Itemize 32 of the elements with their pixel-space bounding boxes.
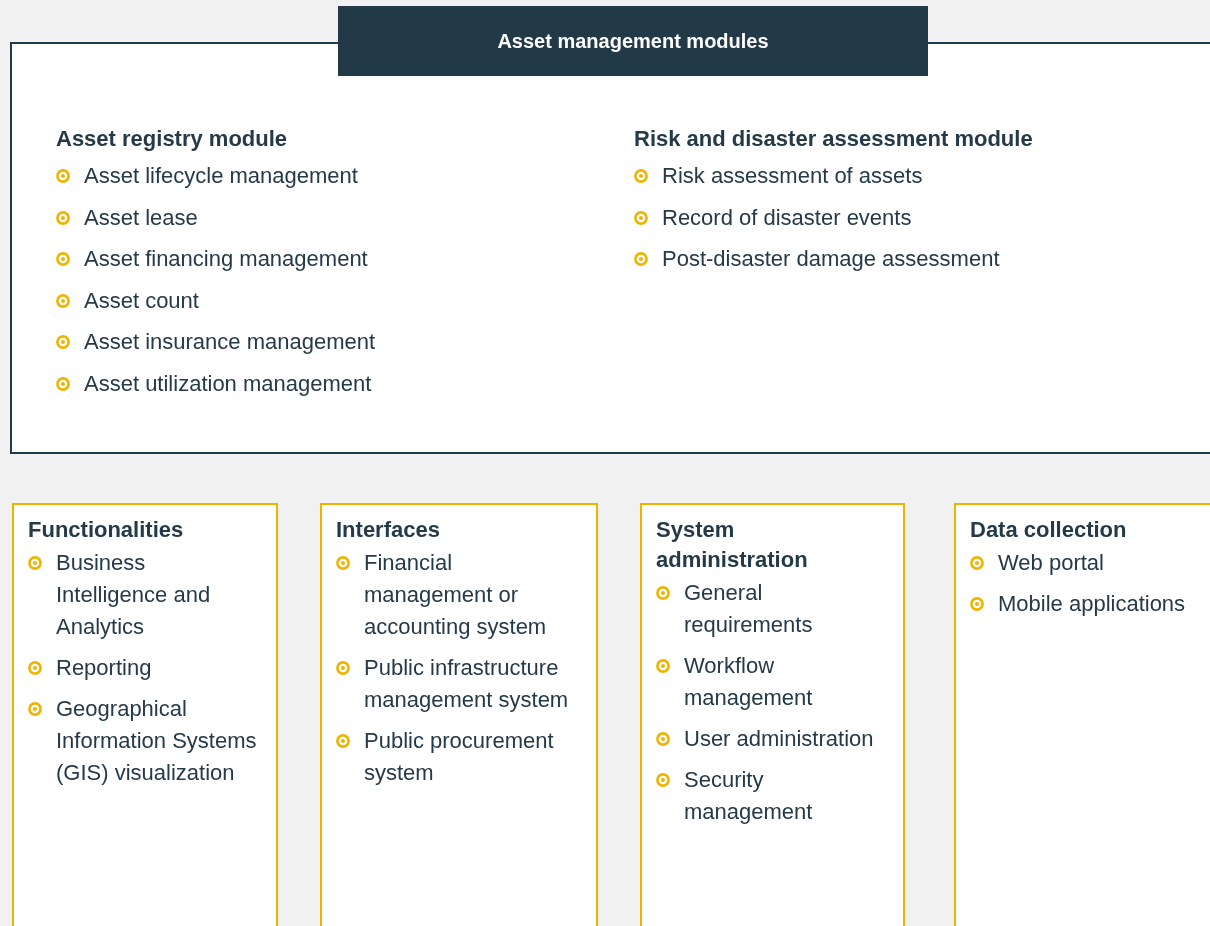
list-item: Security management [684,766,814,826]
list-item: Asset insurance management [84,328,376,356]
list-item: Asset lease [84,203,198,232]
list-item: Financial management or accounting system [364,549,548,641]
list-item: Asset lifecycle management [84,162,358,190]
category-card [640,503,905,926]
list-item: Business Intelligence and Analytics [56,549,212,641]
title-banner: Asset management modules [338,6,928,76]
list-item: General requirements [684,579,814,639]
list-item: Asset utilization management [84,369,372,398]
list-item: User administration [684,725,874,753]
category-card [320,503,598,926]
list-item: Asset financing management [84,245,368,273]
list-item: Asset count [84,286,199,315]
section-heading: Data collection [970,516,1128,544]
list-item: Public procurement system [364,727,555,787]
section-heading: Asset registry module [56,125,289,153]
list-item: Web portal [998,549,1104,577]
list-item: Geographical Information Systems (GIS) visualization [56,695,258,787]
list-item: Mobile applications [998,590,1186,618]
section-heading: Risk and disaster assessment module [634,125,1034,153]
category-card [954,503,1210,926]
section-heading: Interfaces [336,516,441,544]
section-heading: Functionalities [28,516,185,544]
list-item: Workflow management [684,652,814,712]
list-item: Risk assessment of assets [662,162,923,190]
list-item: Reporting [56,654,152,682]
list-item: Record of disaster events [662,203,912,232]
list-item: Public infrastructure management system [364,654,570,714]
list-item: Post-disaster damage assessment [662,245,1000,273]
category-card [12,503,278,926]
section-heading: System administration [656,516,809,574]
